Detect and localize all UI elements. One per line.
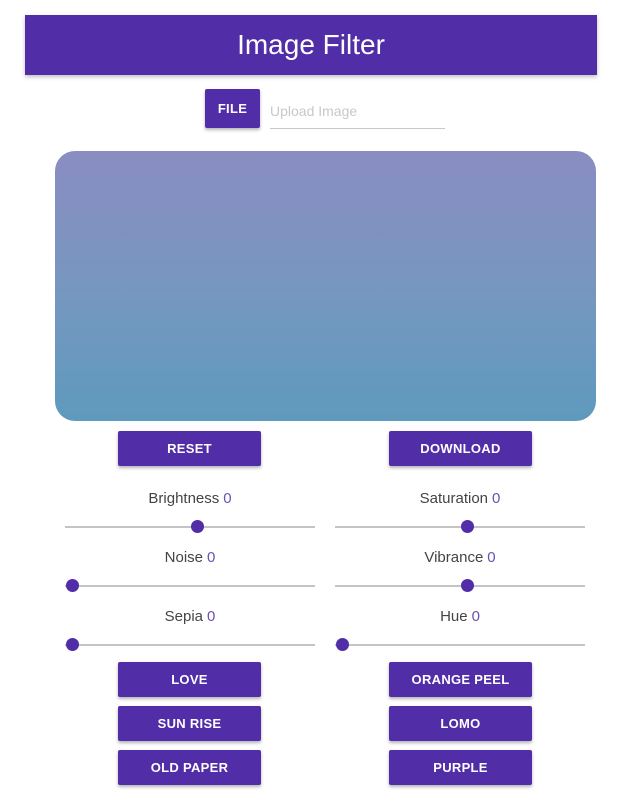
file-button[interactable]: FILE bbox=[205, 89, 260, 128]
hue-slider-thumb[interactable] bbox=[336, 638, 349, 651]
page-title: Image Filter bbox=[237, 29, 385, 60]
hue-value: 0 bbox=[471, 608, 480, 625]
image-preview-canvas bbox=[55, 151, 596, 421]
brightness-label-text: Brightness bbox=[148, 490, 220, 507]
vibrance-slider-thumb[interactable] bbox=[461, 579, 474, 592]
sun-rise-filter-button[interactable]: SUN RISE bbox=[118, 706, 261, 741]
noise-label-text: Noise bbox=[164, 549, 203, 566]
sepia-slider-track[interactable] bbox=[65, 638, 315, 651]
sepia-label-text: Sepia bbox=[164, 608, 204, 625]
hue-slider-track[interactable] bbox=[335, 638, 585, 651]
vibrance-value: 0 bbox=[487, 549, 496, 566]
brightness-slider-thumb[interactable] bbox=[191, 520, 204, 533]
sepia-slider-thumb[interactable] bbox=[66, 638, 79, 651]
hue-label-text: Hue bbox=[440, 608, 468, 625]
saturation-slider-track[interactable] bbox=[335, 520, 585, 533]
vibrance-label-text: Vibrance bbox=[424, 549, 484, 566]
noise-slider-track[interactable] bbox=[65, 579, 315, 592]
orange-peel-filter-button[interactable]: ORANGE PEEL bbox=[389, 662, 532, 697]
saturation-slider-thumb[interactable] bbox=[461, 520, 474, 533]
vibrance-slider-track[interactable] bbox=[335, 579, 585, 592]
love-filter-button[interactable]: LOVE bbox=[118, 662, 261, 697]
old-paper-filter-button[interactable]: OLD PAPER bbox=[118, 750, 261, 785]
app-header: Image Filter bbox=[25, 15, 597, 75]
brightness-slider-track[interactable] bbox=[65, 520, 315, 533]
sepia-value: 0 bbox=[207, 608, 216, 625]
noise-slider-thumb[interactable] bbox=[66, 579, 79, 592]
reset-button[interactable]: RESET bbox=[118, 431, 261, 466]
lomo-filter-button[interactable]: LOMO bbox=[389, 706, 532, 741]
purple-filter-button[interactable]: PURPLE bbox=[389, 750, 532, 785]
brightness-value: 0 bbox=[223, 490, 232, 507]
saturation-value: 0 bbox=[492, 490, 501, 507]
noise-value: 0 bbox=[207, 549, 216, 566]
saturation-label-text: Saturation bbox=[419, 490, 489, 507]
upload-image-input[interactable] bbox=[270, 94, 445, 129]
download-button[interactable]: DOWNLOAD bbox=[389, 431, 532, 466]
